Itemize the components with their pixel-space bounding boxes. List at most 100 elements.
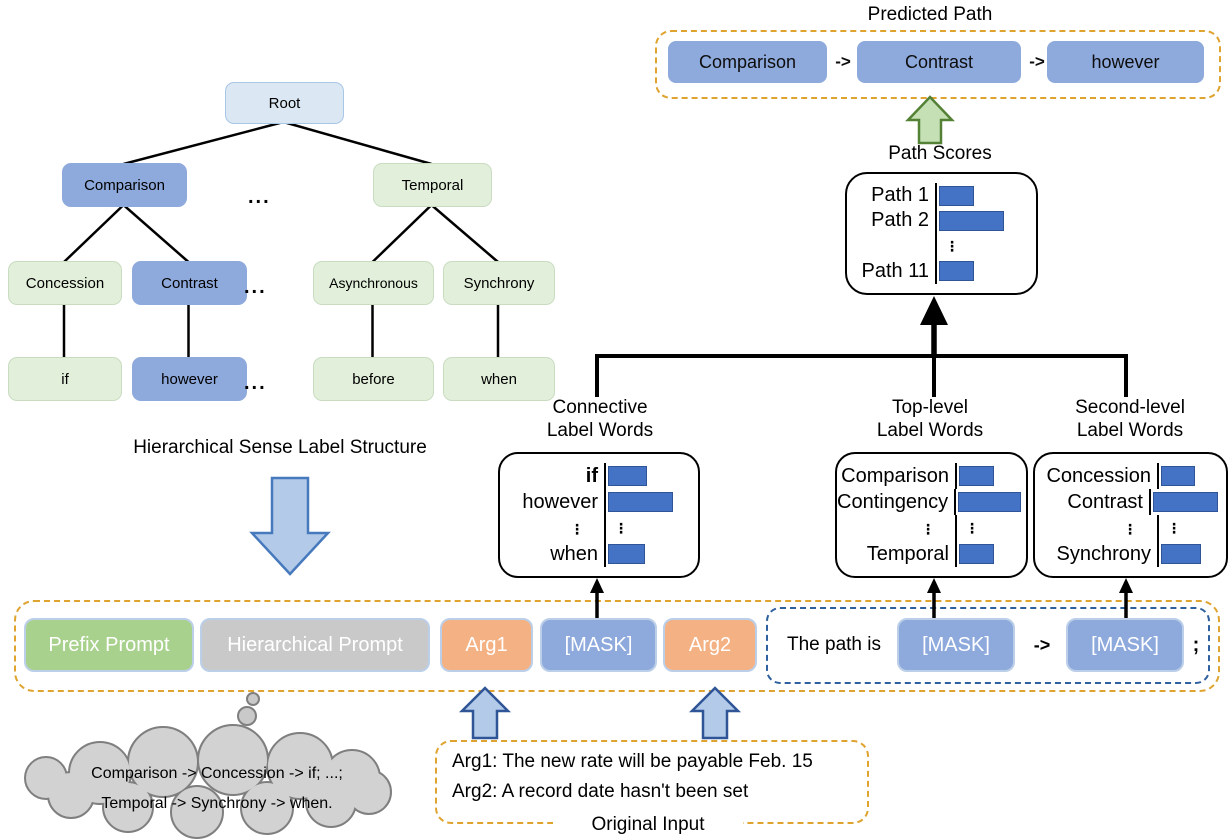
word-bar-cell — [954, 489, 1022, 515]
vertical-dots: ⋮ — [570, 520, 584, 537]
word-label-dots: ⋮ — [1035, 517, 1157, 540]
connective-title-line2: Label Words — [546, 420, 654, 441]
hierarchical-prompt-chip: Hierarchical Prompt — [200, 618, 430, 672]
semicolon-text: ; — [1192, 633, 1200, 656]
top-level-title: Top-level Label Words — [830, 396, 1030, 442]
word-bar-cell — [955, 541, 1018, 567]
word-label: if — [585, 464, 598, 487]
mask-chip: [MASK] — [897, 618, 1015, 672]
word-bar — [1161, 544, 1201, 564]
original-input-line1: Arg1: The new rate will be payable Feb. … — [452, 751, 813, 772]
top-level-title-line2: Label Words — [876, 420, 984, 441]
word-bar — [959, 544, 994, 564]
tree-node-before: before — [313, 357, 434, 401]
path-template-text: The path is — [787, 634, 881, 655]
connective-title: Connective Label Words — [500, 396, 700, 442]
score-bar-cell — [935, 183, 1028, 209]
second-level-title-line2: Label Words — [1076, 420, 1184, 441]
tree-node-asynchronous: Asynchronous — [313, 261, 434, 305]
vertical-dots: ⋮ — [1123, 520, 1137, 537]
path-arrow-separator: -> — [1033, 634, 1051, 655]
word-bar-cell — [604, 489, 690, 515]
mask-arrowhead — [590, 578, 604, 593]
word-dots-row: ⋮ ⋮ — [837, 515, 1018, 541]
word-dots-row: ⋮ ⋮ — [1035, 515, 1218, 541]
word-row: Contrast — [1035, 489, 1218, 515]
word-row: Concession — [1035, 463, 1218, 489]
word-bar — [608, 492, 673, 512]
word-label: Concession — [1046, 464, 1151, 487]
tree-caption: Hierarchical Sense Label Structure — [133, 437, 427, 458]
word-bar-cell: ⋮ — [1157, 515, 1218, 541]
word-label: however — [522, 490, 598, 513]
tree-node-if: if — [8, 357, 122, 401]
mask-arrowhead — [1119, 578, 1133, 593]
tree-node-concession: Concession — [8, 261, 122, 305]
score-row: Path 2 — [847, 208, 1028, 234]
word-row: if — [500, 463, 690, 489]
input-arg1-arrow — [458, 686, 512, 740]
path-arrow-separator: -> — [835, 52, 851, 71]
path-scores-box: Path 1 Path 2 ⋮ Path 11 — [845, 172, 1038, 295]
path-scores-title: Path Scores — [888, 143, 992, 164]
word-bar — [608, 466, 647, 486]
arg1-chip: Arg1 — [440, 618, 533, 672]
second-level-title: Second-level Label Words — [1030, 396, 1230, 442]
connective-box: if however ⋮ ⋮ when — [498, 452, 700, 578]
score-bar-cell — [935, 208, 1028, 234]
vertical-dots: ⋮ — [965, 520, 979, 536]
tree-node-comparison: Comparison — [62, 163, 187, 207]
word-label: Comparison — [841, 464, 949, 487]
predicted-path-item-comparison: Comparison — [668, 41, 827, 83]
thought-bubble-small-circle — [246, 692, 260, 706]
cloud-text-line1: Comparison -> Concession -> if; ...; — [91, 765, 343, 782]
tree-node-synchrony: Synchrony — [443, 261, 555, 305]
score-label: Path 11 — [861, 259, 929, 282]
mask-chip: [MASK] — [1066, 618, 1184, 672]
score-label: Path 1 — [871, 184, 929, 207]
word-row: when — [500, 541, 690, 567]
arg2-chip: Arg2 — [663, 618, 757, 672]
bracket-line — [595, 354, 1128, 397]
score-bar — [939, 185, 974, 206]
word-label: Temporal — [866, 542, 949, 565]
original-input-line2: Arg2: A record date hasn't been set — [452, 781, 749, 802]
word-row: Contingency — [837, 489, 1022, 515]
word-label-dots: ⋮ — [837, 517, 955, 540]
word-bar — [608, 544, 645, 564]
cloud-text-line2: Temporal -> Synchrony -> when. — [101, 795, 333, 812]
score-dots-row: ⋮ — [847, 233, 1028, 259]
original-input-text: Arg1: The new rate will be payable Feb. … — [452, 747, 857, 807]
word-bar — [1161, 466, 1195, 486]
tree-ellipsis-level3: ... — [244, 372, 267, 394]
word-row: Comparison — [837, 463, 1018, 489]
vertical-dots: ⋮ — [921, 520, 935, 537]
word-label-dots: ⋮ — [500, 517, 604, 540]
word-bar-cell — [955, 463, 1018, 489]
predicted-path-item-however: however — [1047, 41, 1204, 83]
score-bar — [939, 261, 974, 282]
word-bar-cell — [1149, 489, 1218, 515]
tree-node-however: however — [132, 357, 247, 401]
score-row: Path 1 — [847, 183, 1028, 209]
tree-node-temporal: Temporal — [373, 163, 492, 207]
score-row: Path 11 — [847, 258, 1028, 284]
word-bar-cell: ⋮ — [955, 515, 1018, 541]
word-bar-cell — [1157, 541, 1218, 567]
word-bar — [1153, 492, 1218, 512]
score-label: Path 2 — [871, 209, 929, 232]
word-bar — [959, 466, 994, 486]
thought-bubble-large-circle — [237, 706, 257, 726]
original-input-caption: Original Input — [553, 811, 743, 838]
word-dots-row: ⋮ ⋮ — [500, 515, 690, 541]
word-bar-cell — [604, 463, 690, 489]
tree-node-when: when — [443, 357, 555, 401]
prompt-row-box — [14, 600, 1220, 692]
top-level-title-line1: Top-level — [891, 397, 969, 418]
prefix-prompt-chip: Prefix Prompt — [24, 618, 194, 672]
word-bar — [958, 492, 1022, 512]
up-green-arrow — [905, 95, 955, 145]
score-bar-cell: ⋮ — [935, 233, 1028, 259]
up-arrowhead — [920, 296, 948, 325]
